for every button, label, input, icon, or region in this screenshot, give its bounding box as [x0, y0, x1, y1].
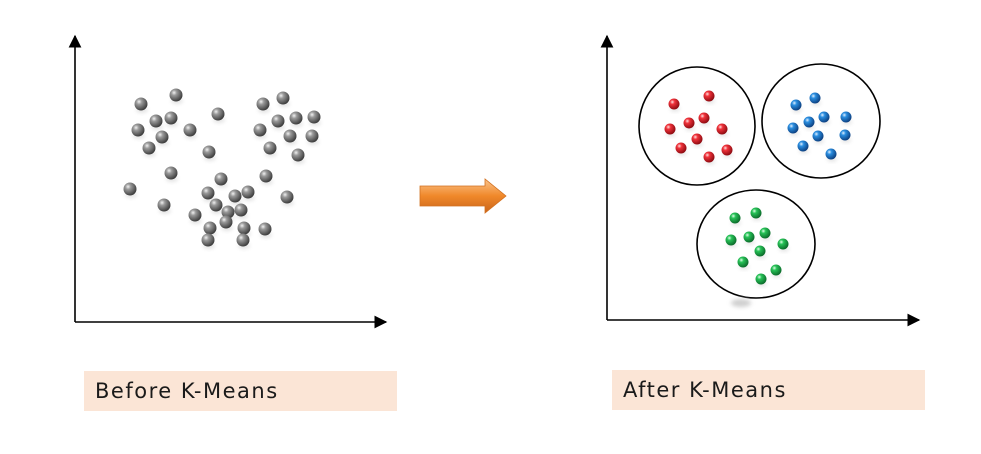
unclustered-point [203, 221, 217, 235]
unclustered-point [253, 123, 267, 137]
unclustered-point [291, 148, 305, 162]
unclustered-point [219, 215, 233, 229]
unclustered-point [211, 107, 225, 121]
cluster-outlines [638, 63, 881, 307]
unclustered-point [258, 222, 272, 236]
unclustered-point [307, 110, 321, 124]
cluster-red-point [698, 112, 710, 124]
unclustered-point [142, 141, 156, 155]
unclustered-point [228, 189, 242, 203]
cluster-blue-point [809, 92, 821, 104]
after-axes [600, 34, 921, 327]
cluster-blue-point [803, 116, 815, 128]
cluster-red-point [721, 144, 733, 156]
unclustered-point [276, 91, 290, 105]
unclustered-point [271, 114, 285, 128]
cluster-blue-point [787, 122, 799, 134]
cluster-green-shadow [731, 299, 751, 307]
cluster-red-point [703, 151, 715, 163]
cluster-green-point [759, 227, 771, 239]
caption-before-bg [84, 371, 397, 411]
cluster-blue-point [818, 111, 830, 123]
cluster-red-point [675, 142, 687, 154]
unclustered-point [259, 169, 273, 183]
unclustered-point [263, 141, 277, 155]
cluster-green-point [729, 212, 741, 224]
cluster-blue-point [825, 148, 837, 160]
before-axes [68, 34, 388, 329]
cluster-red-point [691, 133, 703, 145]
unclustered-point [164, 111, 178, 125]
cluster-green-point [770, 264, 782, 276]
unclustered-point [221, 205, 235, 219]
unclustered-point [289, 111, 303, 125]
cluster-green-point [737, 256, 749, 268]
right-arrow-icon [419, 178, 507, 214]
cluster-green-point [725, 234, 737, 246]
unclustered-point [131, 123, 145, 137]
unclustered-point [236, 233, 250, 247]
unclustered-point [155, 130, 169, 144]
unclustered-point [209, 198, 223, 212]
cluster-green-point [750, 207, 762, 219]
unclustered-point [234, 203, 248, 217]
cluster-green-point [743, 231, 755, 243]
cluster-red-point [668, 98, 680, 110]
cluster-red-point [664, 123, 676, 135]
unclustered-point [164, 166, 178, 180]
unclustered-point [202, 145, 216, 159]
unclustered-point [237, 221, 251, 235]
unclustered-point [280, 190, 294, 204]
unclustered-point [183, 123, 197, 137]
cluster-blue-point [790, 99, 802, 111]
unclustered-point [201, 233, 215, 247]
unclustered-point [157, 198, 171, 212]
unclustered-point [214, 172, 228, 186]
unclustered-point [188, 208, 202, 222]
unclustered-point [305, 129, 319, 143]
unclustered-point [149, 114, 163, 128]
caption-after: After K-Means [623, 378, 787, 402]
unclustered-point [134, 97, 148, 111]
cluster-green-point [777, 238, 789, 250]
cluster-blue-point [812, 130, 824, 142]
cluster-red-point [683, 117, 695, 129]
clustered-points [664, 90, 852, 287]
unclustered-point [123, 182, 137, 196]
cluster-green-point [754, 245, 766, 257]
cluster-blue-point [797, 140, 809, 152]
unclustered-points [123, 88, 321, 249]
cluster-red-point [716, 123, 728, 135]
unclustered-point [283, 129, 297, 143]
cluster-red-point [703, 90, 715, 102]
caption-before: Before K-Means [95, 379, 279, 403]
cluster-green-point [755, 273, 767, 285]
cluster-blue-point [839, 129, 851, 141]
unclustered-point [256, 97, 270, 111]
cluster-blue-outline [761, 63, 881, 179]
cluster-red-outline [638, 66, 756, 186]
caption-after-bg [612, 370, 925, 410]
cluster-blue-point [840, 111, 852, 123]
unclustered-point [201, 186, 215, 200]
unclustered-point [241, 185, 255, 199]
unclustered-point [169, 88, 183, 102]
cluster-green-outline [696, 189, 816, 299]
